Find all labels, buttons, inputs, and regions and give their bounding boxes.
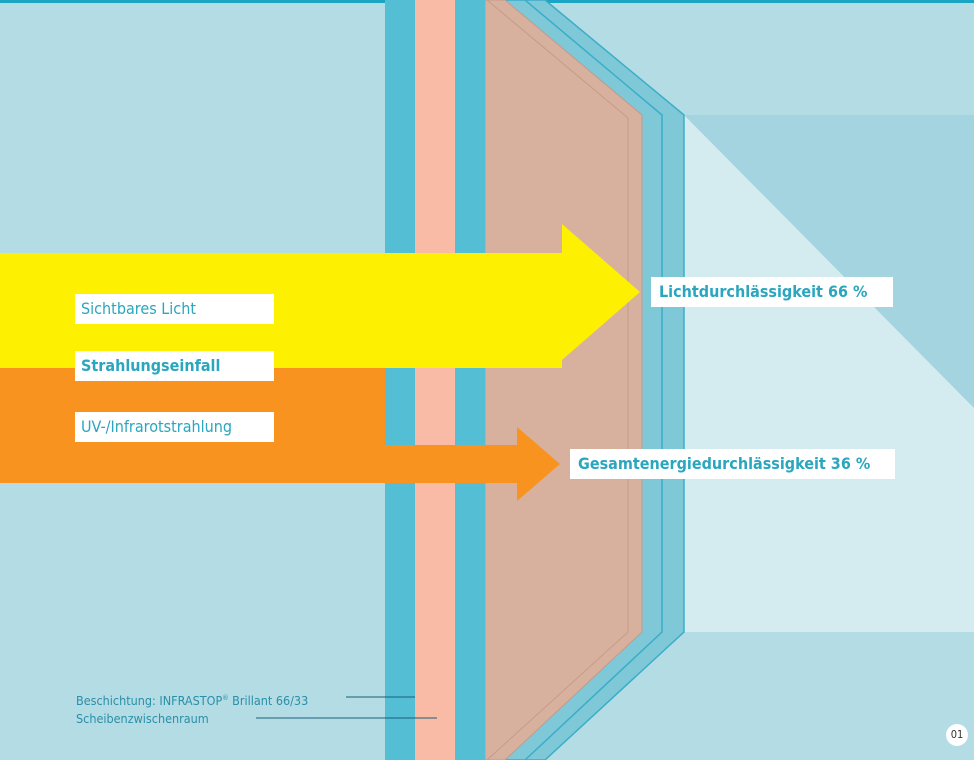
- coating-legend-prefix: Beschichtung: INFRASTOP: [76, 693, 223, 709]
- registered-mark: ®: [222, 694, 229, 702]
- light-transmission-label: Lichtdurchlässigkeit 66 %: [651, 277, 893, 307]
- radiation-label: Strahlungseinfall: [75, 351, 274, 381]
- coating-legend-suffix: Brillant 66/33: [228, 693, 309, 709]
- gap-legend: Scheibenzwischenraum: [76, 711, 209, 726]
- light-beam: [684, 115, 974, 632]
- gap-coating: [415, 0, 455, 760]
- glass-face: [454, 0, 643, 760]
- glass-pane-left: [385, 0, 415, 760]
- page-number-badge: 01: [946, 724, 968, 746]
- energy-transmission-label: Gesamtenergiedurchlässigkeit 36 %: [570, 449, 895, 479]
- glass-pane-right: [455, 0, 485, 760]
- uv-infrared-label: UV-/Infrarotstrahlung: [75, 412, 274, 442]
- uv-infrared-arrow: [0, 368, 560, 501]
- glass-face-inner-edge: [484, 0, 629, 760]
- visible-light-label: Sichtbares Licht: [75, 294, 274, 324]
- visible-light-arrow: [0, 224, 640, 368]
- coating-legend: Beschichtung: INFRASTOP® Brillant 66/33: [76, 690, 308, 709]
